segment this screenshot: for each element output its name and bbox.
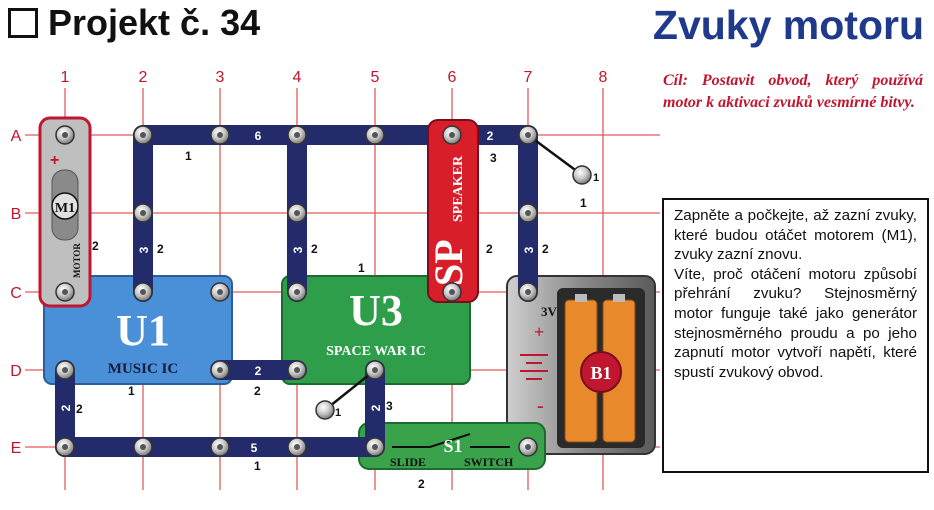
u1-symbol: U1 — [116, 306, 170, 355]
column-label: 7 — [524, 69, 533, 86]
switch-symbol: S1 — [443, 436, 462, 456]
level-number: 2 — [254, 384, 261, 398]
speaker-symbol: SP — [426, 239, 471, 286]
level-number: 2 — [76, 402, 83, 416]
wire-number: 6 — [255, 129, 262, 143]
wire-number: 2 — [487, 129, 494, 143]
wire-number: 2 — [255, 364, 262, 378]
wire-number: 3 — [291, 246, 305, 253]
level-number: 2 — [92, 239, 99, 253]
level-number: 1 — [580, 196, 587, 210]
description-box: Zapněte a počkejte, až zazní zvuky, kter… — [662, 198, 929, 473]
level-number: 2 — [418, 477, 425, 491]
level-number: 2 — [486, 242, 493, 256]
row-label: A — [11, 128, 22, 145]
column-label: 6 — [448, 69, 457, 86]
wire-number: 3 — [522, 246, 536, 253]
row-label: B — [11, 206, 22, 223]
snaps — [55, 125, 592, 457]
wire-number: 2 — [369, 404, 383, 411]
level-number: 1 — [254, 459, 261, 473]
speaker-label: SPEAKER — [451, 155, 466, 222]
motor-symbol: M1 — [55, 201, 75, 216]
row-label: C — [10, 285, 22, 302]
project-number-title: Projekt č. 34 — [48, 2, 261, 43]
u3-space-war-ic[interactable]: U3 SPACE WAR IC — [281, 275, 471, 385]
column-label: 5 — [371, 69, 380, 86]
description-paragraph: Víte, proč otáčení motoru způsobí přehrá… — [674, 265, 917, 381]
wire-number: 2 — [59, 404, 73, 411]
column-label: 4 — [293, 69, 302, 86]
level-number: 2 — [542, 242, 549, 256]
u3-label: SPACE WAR IC — [326, 344, 426, 359]
circuit-diagram: 1 2 3 4 5 6 7 8 A B C D E U1 MUSIC IC U3… — [10, 69, 660, 491]
svg-text:+: + — [50, 152, 59, 169]
switch-label-right: SWITCH — [464, 455, 514, 469]
wire-number: 3 — [137, 246, 151, 253]
column-label: 8 — [599, 69, 608, 86]
level-number: 2 — [157, 242, 164, 256]
battery-plus: + — [534, 322, 544, 342]
level-number: 1 — [128, 384, 135, 398]
level-number: 1 — [185, 149, 192, 163]
column-label: 2 — [139, 69, 148, 86]
u3-symbol: U3 — [349, 286, 403, 335]
svg-text:1: 1 — [335, 407, 341, 419]
level-number: 1 — [358, 261, 365, 275]
page-title: Zvuky motoru — [652, 2, 924, 48]
speaker-sp[interactable]: SP SPEAKER — [426, 119, 479, 303]
goal-text: Cíl: Postavit obvod, který používá motor… — [663, 72, 923, 111]
project-checkbox[interactable] — [8, 8, 38, 38]
level-number: 3 — [386, 399, 393, 413]
level-number: 2 — [311, 242, 318, 256]
row-label: D — [10, 363, 22, 380]
row-label: E — [11, 440, 22, 457]
battery-voltage: 3V — [541, 304, 558, 319]
description-paragraph: Zapněte a počkejte, až zazní zvuky, kter… — [674, 207, 917, 264]
slide-switch-s1[interactable]: S1 SLIDE SWITCH — [358, 422, 546, 470]
svg-text:1: 1 — [593, 172, 599, 184]
motor-label: MOTOR — [72, 243, 82, 278]
battery-symbol: B1 — [590, 363, 611, 383]
column-label: 1 — [61, 69, 70, 86]
u1-label: MUSIC IC — [108, 361, 178, 377]
switch-label-left: SLIDE — [390, 455, 426, 469]
battery-minus: - — [537, 395, 544, 417]
battery-b1[interactable]: B1 3V + - — [506, 275, 656, 455]
column-label: 3 — [216, 69, 225, 86]
motor-m1[interactable]: M1 + MOTOR — [38, 116, 92, 308]
wire-number: 5 — [251, 441, 258, 455]
level-number: 3 — [490, 151, 497, 165]
